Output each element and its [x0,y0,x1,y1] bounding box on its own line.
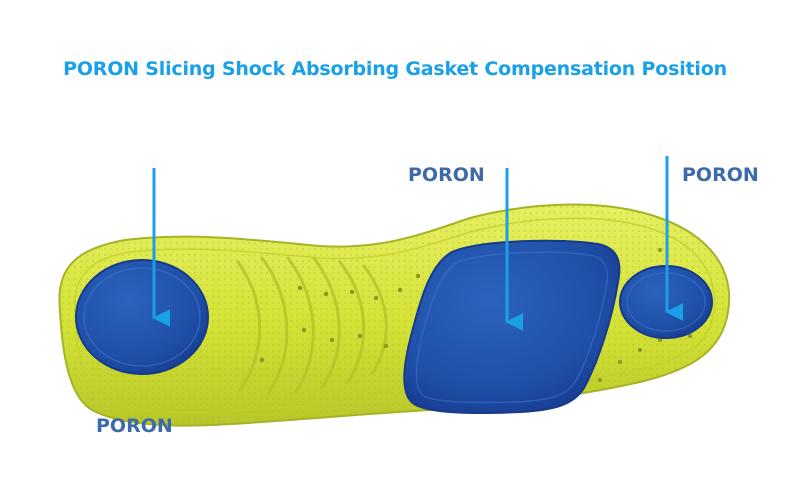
arrows [152,156,684,331]
forefoot-poron-label: PORON [408,164,485,186]
forefoot-pad-rim [415,251,609,404]
heel-pad [75,259,209,375]
heel-pad-rim [83,267,201,367]
insole-rim [73,217,716,413]
page-title: PORON Slicing Shock Absorbing Gasket Com… [63,58,727,80]
heel-poron-label: PORON [96,415,173,437]
arch-ribs [236,256,388,396]
toe-poron-label: PORON [682,164,759,186]
